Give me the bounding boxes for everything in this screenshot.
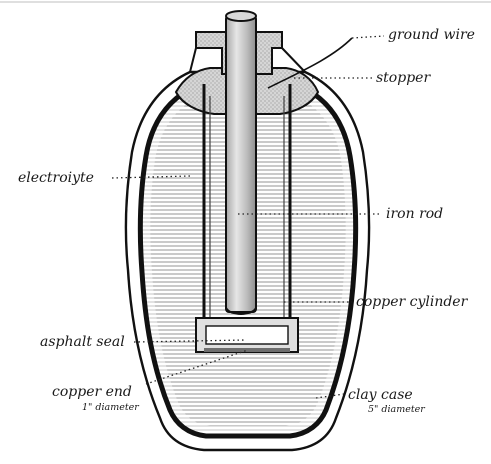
label-ground-wire: ground wire	[388, 28, 475, 42]
label-copper-end-size: 1" diameter	[82, 403, 139, 413]
iron-rod	[226, 16, 256, 312]
asphalt-seal-core	[206, 326, 288, 344]
label-copper-end: copper end	[52, 385, 132, 399]
label-stopper: stopper	[376, 71, 430, 85]
label-copper-cylinder: copper cylinder	[356, 295, 467, 309]
label-clay-case-size: 5" diameter	[368, 405, 425, 415]
label-electrolyte: electroiyte	[18, 171, 94, 185]
label-iron-rod: iron rod	[386, 207, 443, 221]
label-clay-case: clay case	[348, 388, 413, 402]
label-asphalt-seal: asphalt seal	[40, 335, 125, 349]
leader-ground-wire	[352, 36, 384, 38]
iron-rod-top	[226, 11, 256, 21]
